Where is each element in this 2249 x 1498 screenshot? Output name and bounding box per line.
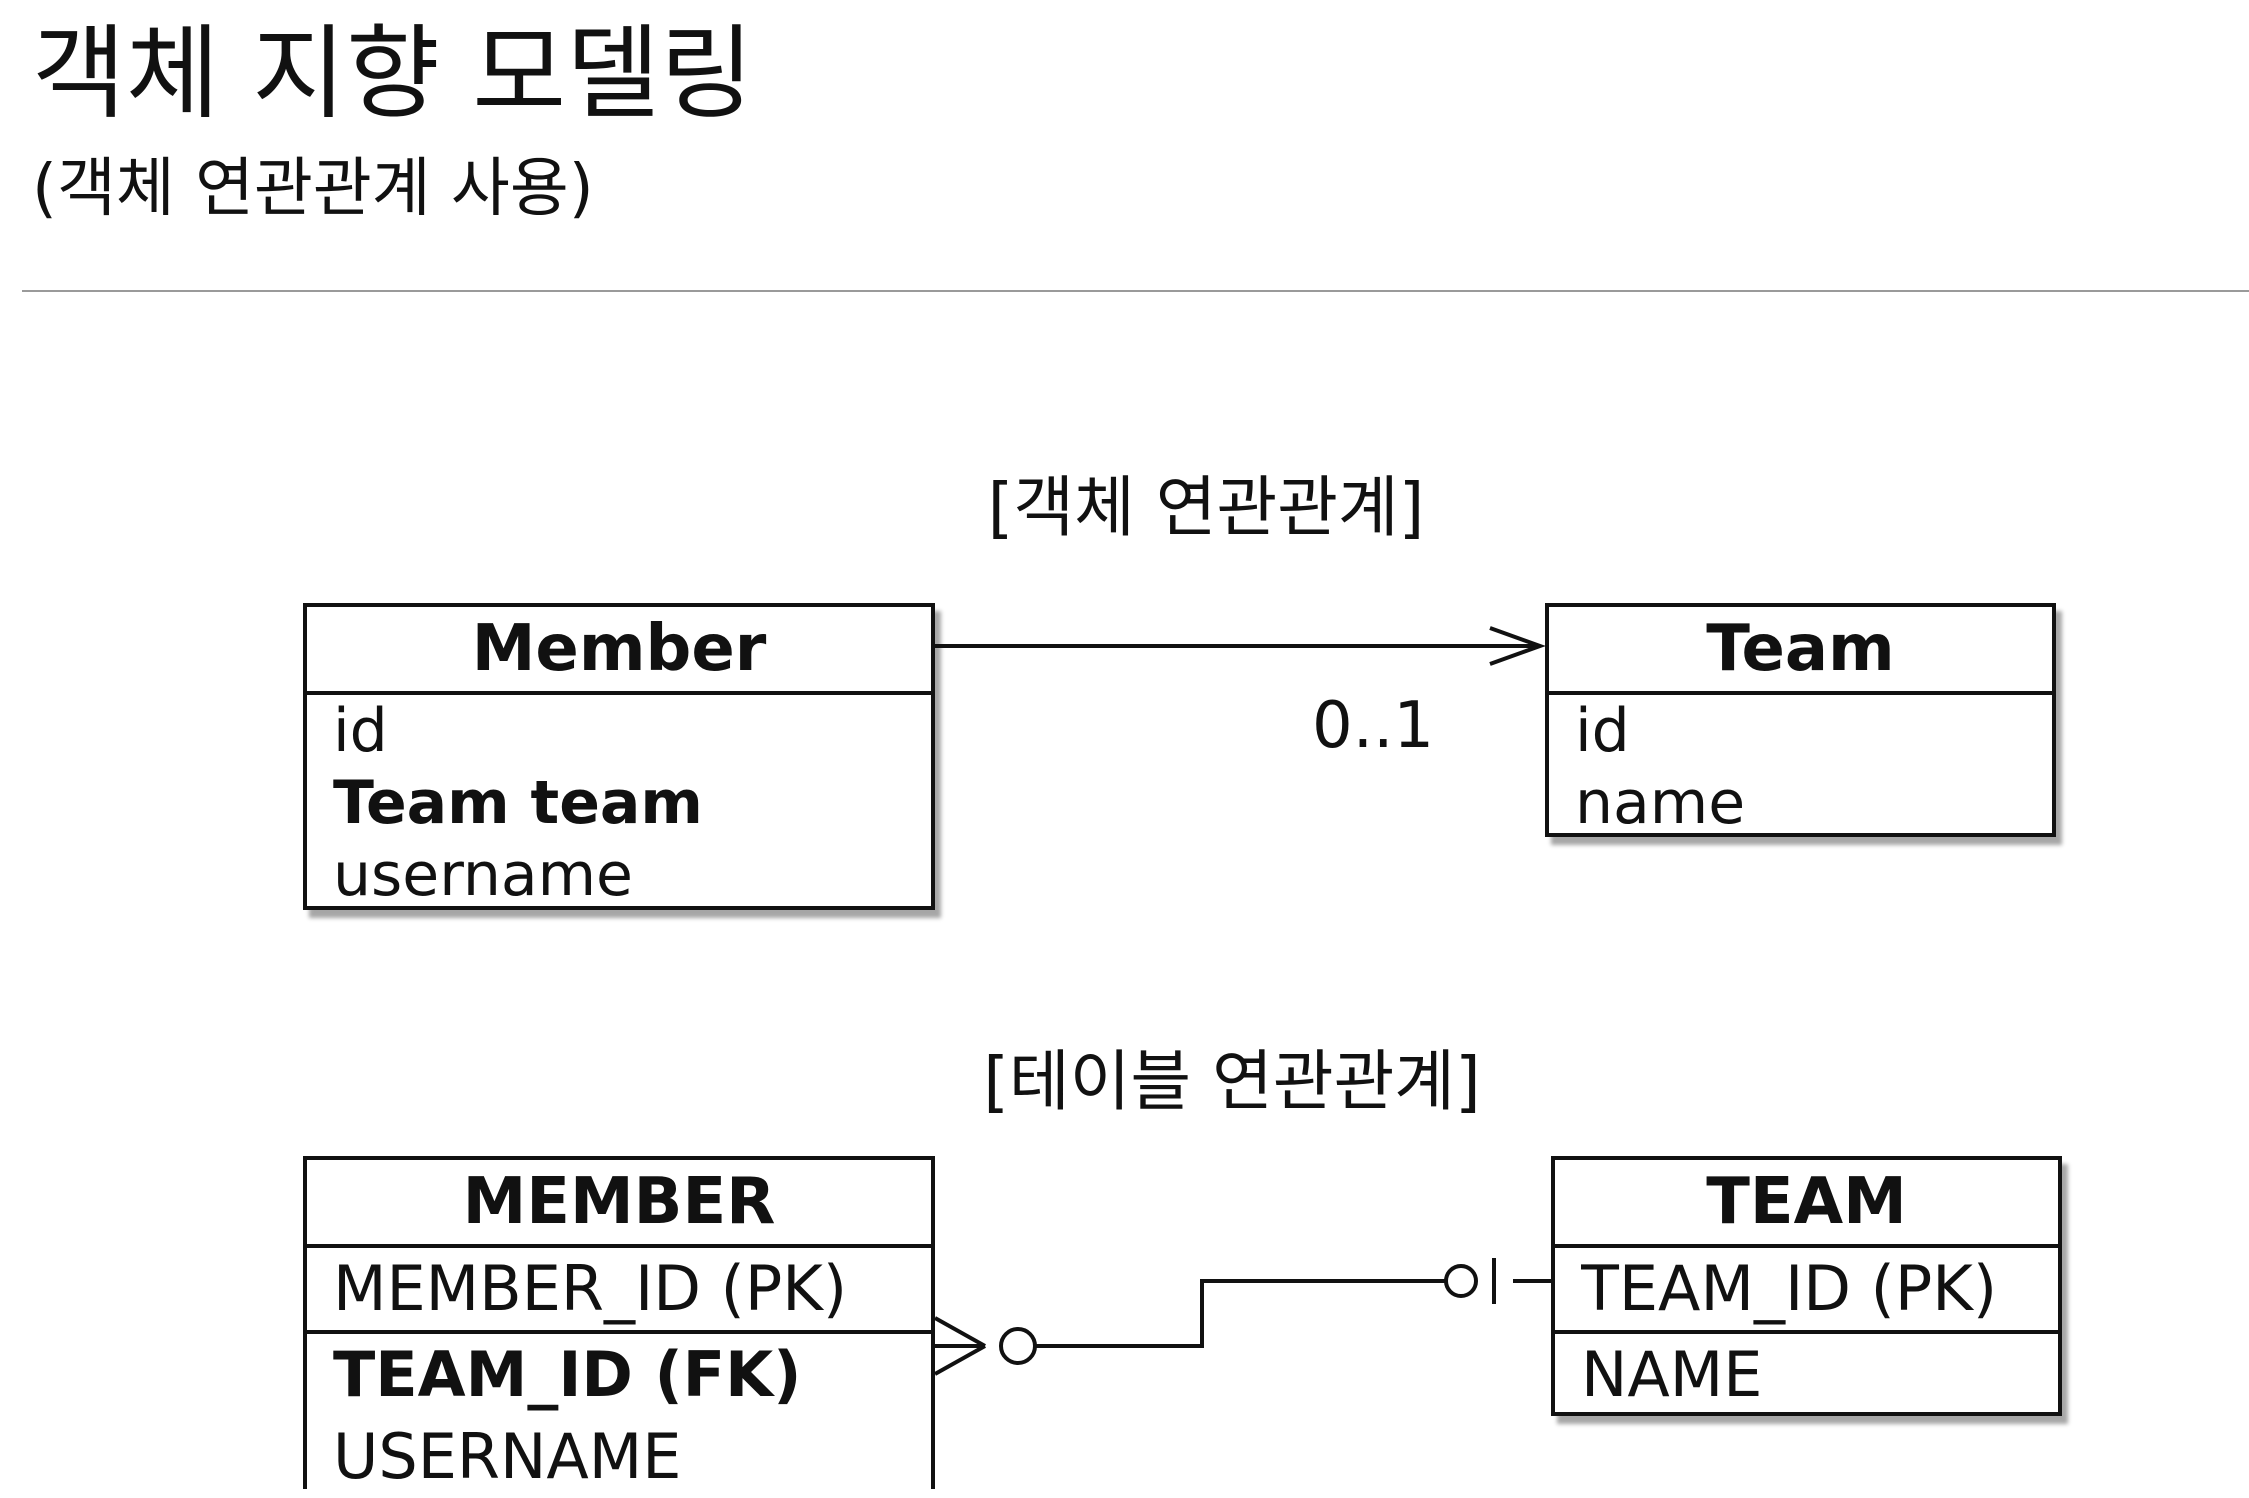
team-class-box: Team id name <box>1545 603 2056 839</box>
member-table-box: MEMBER MEMBER_ID (PK) TEAM_ID (FK) USERN… <box>303 1156 935 1493</box>
member-optional-circle-icon <box>999 1327 1037 1365</box>
member-table-columns: MEMBER_ID (PK) TEAM_ID (FK) USERNAME <box>307 1248 931 1498</box>
team-class-name: Team <box>1549 607 2052 695</box>
crows-foot-icon <box>934 1316 986 1376</box>
member-table-name: MEMBER <box>307 1160 931 1248</box>
member-attr-team: Team team <box>333 768 703 838</box>
team-optional-circle-icon <box>1444 1264 1478 1298</box>
member-attr-id: id <box>333 696 388 766</box>
object-association-label: [객체 연관관계] <box>987 469 1425 546</box>
team-attr-id: id <box>1575 696 1630 766</box>
member-class-box: Member id Team team username <box>303 603 935 910</box>
member-col-team-id: TEAM_ID (FK) <box>307 1330 931 1416</box>
team-attr-name: name <box>1575 768 1746 838</box>
page-subtitle: (객체 연관관계 사용) <box>32 152 594 226</box>
association-multiplicity: 0..1 <box>1312 689 1435 763</box>
header-divider <box>22 290 2249 292</box>
team-table-box: TEAM TEAM_ID (PK) NAME <box>1551 1156 2062 1416</box>
association-arrowhead <box>1489 626 1546 666</box>
relationship-line <box>1036 1279 1475 1348</box>
member-col-member-id: MEMBER_ID (PK) <box>333 1252 848 1325</box>
team-class-attributes: id name <box>1549 695 2052 839</box>
team-col-name: NAME <box>1555 1330 2058 1416</box>
team-table-columns: TEAM_ID (PK) NAME <box>1555 1248 2058 1416</box>
member-class-attributes: id Team team username <box>307 695 931 911</box>
team-col-team-id: TEAM_ID (PK) <box>1581 1252 1998 1325</box>
page-title: 객체 지향 모델링 <box>32 15 754 134</box>
member-col-username: USERNAME <box>333 1420 682 1493</box>
member-class-name: Member <box>307 607 931 695</box>
team-table-name: TEAM <box>1555 1160 2058 1248</box>
table-association-label: [테이블 연관관계] <box>983 1043 1481 1120</box>
member-attr-username: username <box>333 840 633 910</box>
